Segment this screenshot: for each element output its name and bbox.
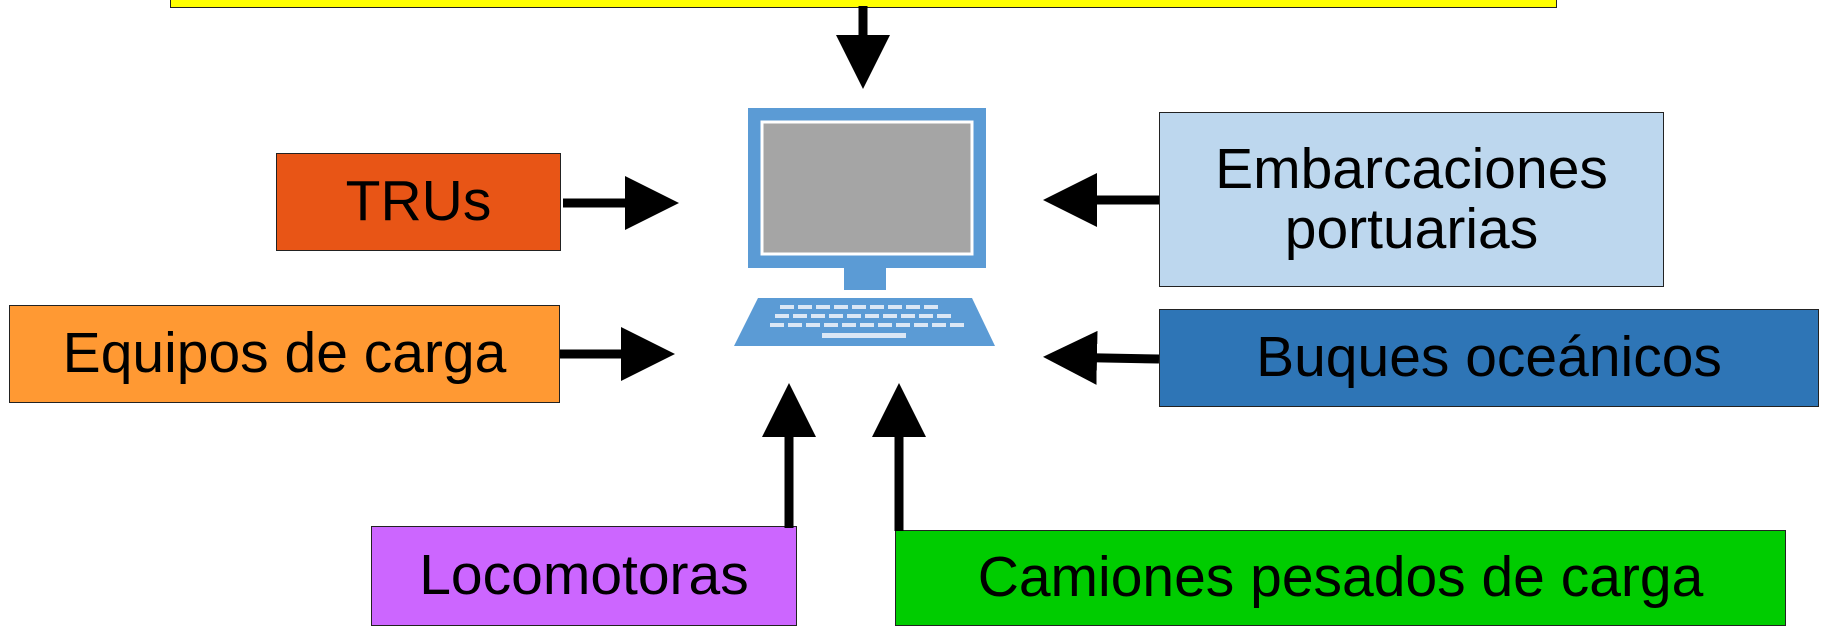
camiones-pesados-label: Camiones pesados de carga [977,545,1704,610]
keyboard-keys [770,305,964,338]
arrow-buques-to-computer [1043,330,1160,385]
trus-box: TRUs [276,153,561,251]
embarcaciones-line1: Embarcaciones [1215,136,1608,201]
keyboard-base [734,298,995,346]
trus-label: TRUs [345,169,492,234]
monitor-stand [844,268,886,290]
equipos-de-carga-box: Equipos de carga [9,305,560,403]
computer-icon [734,108,995,346]
buques-oceanicos-label: Buques oceánicos [1256,325,1722,390]
equipos-de-carga-label: Equipos de carga [62,321,507,386]
locomotoras-label: Locomotoras [419,543,749,608]
embarcaciones-portuarias-box: Embarcaciones portuarias [1159,112,1664,287]
monitor-screen [760,120,974,256]
locomotoras-box: Locomotoras [371,526,797,626]
embarcaciones-line2: portuarias [1284,196,1539,261]
buques-oceanicos-box: Buques oceánicos [1159,309,1819,407]
